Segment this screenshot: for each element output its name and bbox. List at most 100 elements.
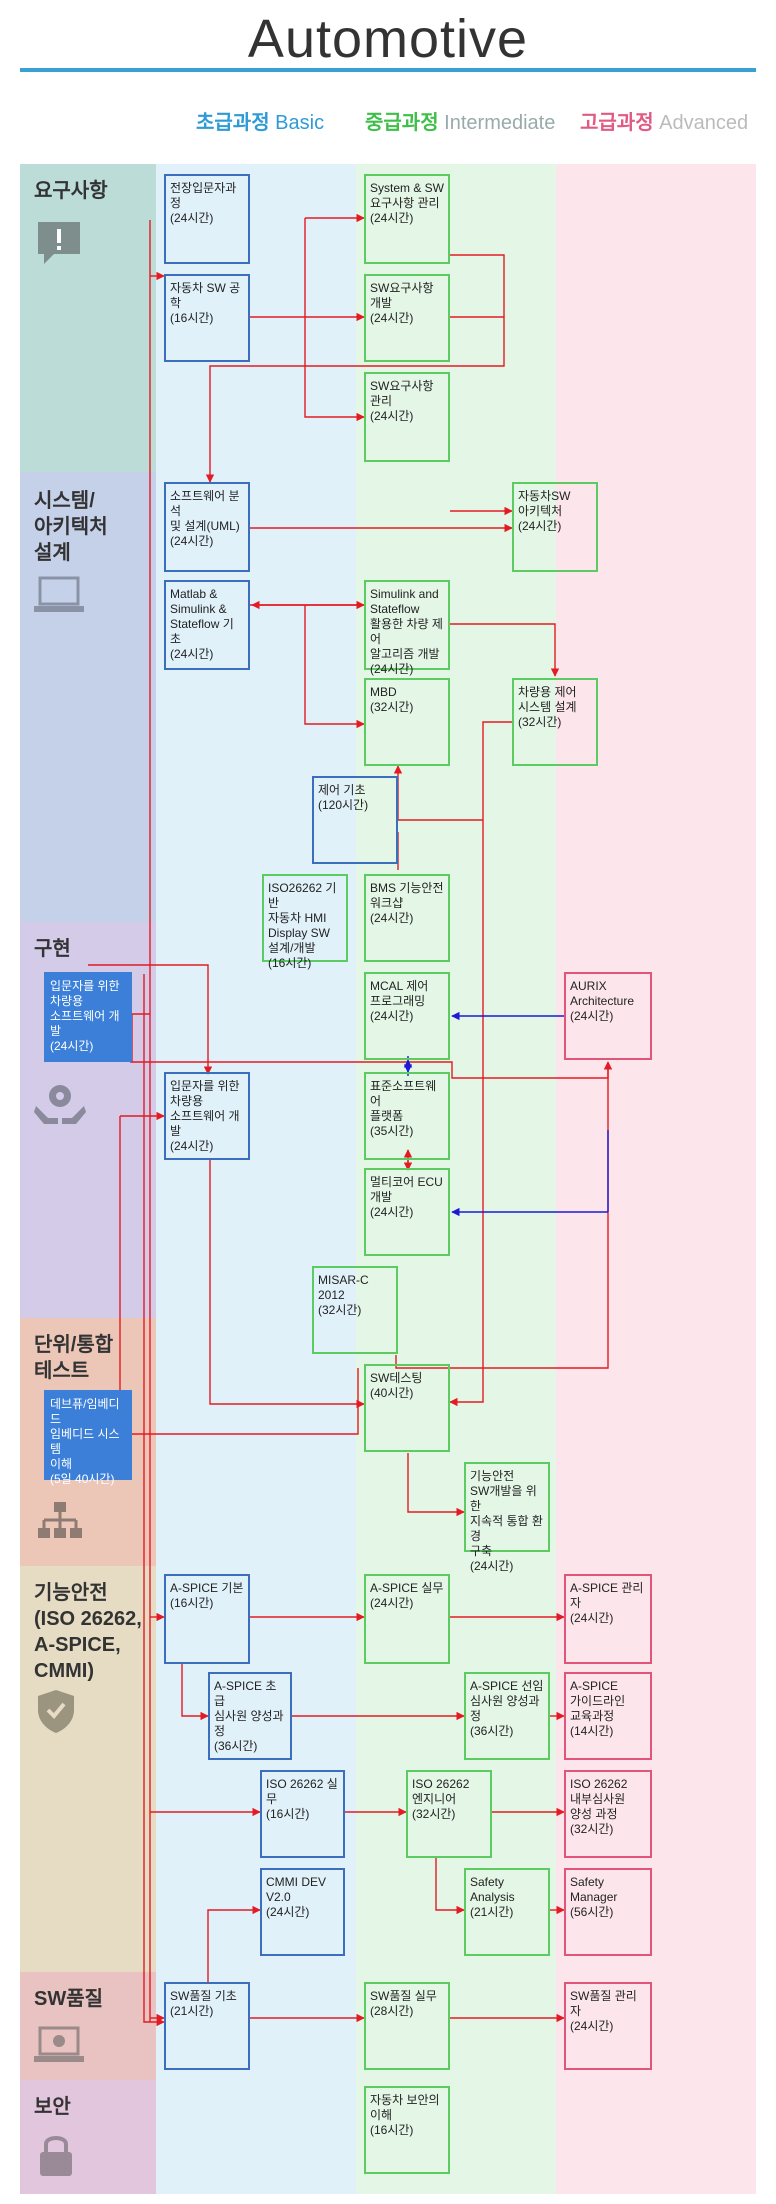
course-box-c5[interactable]: SW요구사항 관리 (24시간) bbox=[364, 372, 450, 462]
course-label: A-SPICE 기본 (16시간) bbox=[170, 1581, 244, 1610]
course-box-c13[interactable]: ISO26262 기반 자동차 HMI Display SW 설계/개발 (16… bbox=[262, 874, 348, 970]
column-header-advanced-ko: 고급과정 bbox=[580, 112, 654, 134]
course-label: 입문자를 위한 차량용 소프트웨어 개발 (24시간) bbox=[50, 979, 120, 1053]
course-label: SW테스팅 (40시간) bbox=[370, 1371, 423, 1400]
course-box-c22[interactable]: SW테스팅 (40시간) bbox=[364, 1364, 450, 1452]
course-label: ISO 26262 내부심사원 양성 과정 (32시간) bbox=[570, 1777, 628, 1836]
course-label: 기능안전 SW개발을 위한 지속적 통합 환경 구축 (24시간) bbox=[470, 1469, 543, 1573]
course-box-c8[interactable]: Matlab & Simulink & Stateflow 기초 (24시간) bbox=[164, 580, 250, 670]
course-box-c40[interactable]: 자동차 보안의 이해 (16시간) bbox=[364, 2086, 450, 2174]
course-box-c24[interactable]: 기능안전 SW개발을 위한 지속적 통합 환경 구축 (24시간) bbox=[464, 1462, 550, 1573]
course-label: SW품질 관리자 (24시간) bbox=[570, 1989, 637, 2033]
category-band-sw-quality: SW품질 bbox=[20, 1972, 156, 2080]
course-label: Safety Manager (56시간) bbox=[570, 1875, 618, 1919]
course-label: MCAL 제어 프로그래밍 (24시간) bbox=[370, 979, 429, 1023]
course-label: BMS 기능안전 워크샵 (24시간) bbox=[370, 881, 444, 925]
course-label: A-SPICE 실무 (24시간) bbox=[370, 1581, 444, 1610]
category-label: 기능안전 (ISO 26262, A-SPICE, CMMI) bbox=[34, 1582, 142, 1682]
course-box-c37[interactable]: SW품질 기초 (21시간) bbox=[164, 1982, 250, 2070]
course-label: SW요구사항 개발 (24시간) bbox=[370, 281, 434, 325]
course-label: MBD (32시간) bbox=[370, 685, 414, 714]
course-label: ISO 26262 엔지니어 (32시간) bbox=[412, 1777, 470, 1821]
column-header-advanced: 고급과정 Advanced bbox=[580, 106, 748, 135]
column-background-advanced bbox=[556, 164, 756, 2194]
category-label: 구현 bbox=[34, 938, 71, 960]
course-box-c27[interactable]: A-SPICE 관리자 (24시간) bbox=[564, 1574, 652, 1664]
course-label: SW품질 기초 (21시간) bbox=[170, 1989, 237, 2018]
course-box-c26[interactable]: A-SPICE 실무 (24시간) bbox=[364, 1574, 450, 1664]
column-header-intermediate: 중급과정 Intermediate bbox=[365, 106, 555, 135]
course-box-c20[interactable]: 멀티코어 ECU 개발 (24시간) bbox=[364, 1168, 450, 1256]
course-box-c7[interactable]: 자동차SW 아키텍처 (24시간) bbox=[512, 482, 598, 572]
category-band-requirements: 요구사항 bbox=[20, 164, 156, 472]
course-label: A-SPICE 선임 심사원 양성과정 (36시간) bbox=[470, 1679, 544, 1738]
column-header-intermediate-ko: 중급과정 bbox=[365, 112, 439, 134]
course-box-c17[interactable]: AURIX Architecture (24시간) bbox=[564, 972, 652, 1060]
course-box-c14[interactable]: BMS 기능안전 워크샵 (24시간) bbox=[364, 874, 450, 962]
course-label: A-SPICE 가이드라인 교육과정 (14시간) bbox=[570, 1679, 626, 1738]
course-box-c30[interactable]: A-SPICE 가이드라인 교육과정 (14시간) bbox=[564, 1672, 652, 1760]
shield-icon bbox=[38, 1690, 74, 1733]
course-label: 입문자를 위한 차량용 소프트웨어 개발 (24시간) bbox=[170, 1079, 240, 1153]
course-box-c28[interactable]: A-SPICE 초급 심사원 양성과정 (36시간) bbox=[208, 1672, 292, 1760]
course-label: MISAR-C 2012 (32시간) bbox=[318, 1273, 369, 1317]
category-label: 단위/통합 테스트 bbox=[34, 1334, 114, 1382]
course-box-c29[interactable]: A-SPICE 선임 심사원 양성과정 (36시간) bbox=[464, 1672, 550, 1760]
course-label: 표준소프트웨어 플랫폼 (35시간) bbox=[370, 1079, 437, 1138]
course-label: ISO 26262 실무 (16시간) bbox=[266, 1777, 338, 1821]
gear-hands-icon bbox=[34, 1085, 86, 1124]
course-box-c39[interactable]: SW품질 관리자 (24시간) bbox=[564, 1982, 652, 2070]
category-label: SW품질 bbox=[34, 1988, 104, 2010]
course-box-c18[interactable]: 입문자를 위한 차량용 소프트웨어 개발 (24시간) bbox=[164, 1072, 250, 1160]
page-title: Automotive bbox=[247, 9, 529, 69]
course-label: SW요구사항 관리 (24시간) bbox=[370, 379, 434, 423]
course-label: 차량용 제어 시스템 설계 (32시간) bbox=[518, 685, 577, 729]
course-box-c38[interactable]: SW품질 실무 (28시간) bbox=[364, 1982, 450, 2070]
course-box-c10[interactable]: MBD (32시간) bbox=[364, 678, 450, 766]
course-label: Matlab & Simulink & Stateflow 기초 (24시간) bbox=[170, 587, 234, 661]
course-box-c6[interactable]: 소프트웨어 분석 및 설계(UML) (24시간) bbox=[164, 482, 250, 572]
category-label: 시스템/ 아키텍처 설계 bbox=[34, 490, 108, 564]
course-label: 멀티코어 ECU 개발 (24시간) bbox=[370, 1175, 443, 1219]
category-label: 요구사항 bbox=[34, 180, 108, 202]
course-label: CMMI DEV V2.0 (24시간) bbox=[266, 1875, 326, 1919]
course-label: Simulink and Stateflow 활용한 차량 제어 알고리즘 개발… bbox=[370, 587, 443, 676]
course-box-c31[interactable]: ISO 26262 실무 (16시간) bbox=[260, 1770, 345, 1858]
course-label: SW품질 실무 (28시간) bbox=[370, 1989, 437, 2018]
course-box-c32[interactable]: ISO 26262 엔지니어 (32시간) bbox=[406, 1770, 492, 1858]
column-header-advanced-en: Advanced bbox=[659, 112, 749, 134]
column-header-basic-ko: 초급과정 bbox=[196, 112, 270, 134]
course-box-c25[interactable]: A-SPICE 기본 (16시간) bbox=[164, 1574, 250, 1664]
course-label: A-SPICE 관리자 (24시간) bbox=[570, 1581, 644, 1625]
course-label: 소프트웨어 분석 및 설계(UML) (24시간) bbox=[170, 489, 240, 548]
course-box-c4[interactable]: SW요구사항 개발 (24시간) bbox=[364, 274, 450, 362]
course-box-c33[interactable]: ISO 26262 내부심사원 양성 과정 (32시간) bbox=[564, 1770, 652, 1858]
course-box-c19[interactable]: 표준소프트웨어 플랫폼 (35시간) bbox=[364, 1072, 450, 1160]
course-box-c36[interactable]: Safety Manager (56시간) bbox=[564, 1868, 652, 1956]
column-header-intermediate-en: Intermediate bbox=[444, 112, 556, 134]
course-box-c1[interactable]: 전장입문자과정 (24시간) bbox=[164, 174, 250, 264]
course-box-c12[interactable]: 제어 기초 (120시간) bbox=[312, 776, 398, 864]
course-box-c3[interactable]: System & SW 요구사항 관리 (24시간) bbox=[364, 174, 450, 264]
course-label: 제어 기초 (120시간) bbox=[318, 783, 369, 812]
category-label: 보안 bbox=[34, 2096, 71, 2118]
course-label: 자동차SW 아키텍처 (24시간) bbox=[518, 489, 571, 533]
course-label: A-SPICE 초급 심사원 양성과정 (36시간) bbox=[214, 1679, 284, 1753]
course-label: 데브퓨/임베디드 임베디드 시스템 이해 (5일 40시간) bbox=[50, 1397, 120, 1486]
course-box-c23[interactable]: 데브퓨/임베디드 임베디드 시스템 이해 (5일 40시간) bbox=[44, 1390, 132, 1486]
course-box-c2[interactable]: 자동차 SW 공학 (16시간) bbox=[164, 274, 250, 362]
course-box-c16[interactable]: MCAL 제어 프로그래밍 (24시간) bbox=[364, 972, 450, 1060]
laptop-gear-icon bbox=[34, 2026, 84, 2062]
course-label: 자동차 보안의 이해 (16시간) bbox=[370, 2093, 440, 2137]
course-box-c35[interactable]: Safety Analysis (21시간) bbox=[464, 1868, 550, 1956]
course-box-c34[interactable]: CMMI DEV V2.0 (24시간) bbox=[260, 1868, 345, 1956]
course-label: AURIX Architecture (24시간) bbox=[570, 979, 635, 1023]
course-box-c21[interactable]: MISAR-C 2012 (32시간) bbox=[312, 1266, 398, 1354]
course-box-c15[interactable]: 입문자를 위한 차량용 소프트웨어 개발 (24시간) bbox=[44, 972, 132, 1062]
course-label: 전장입문자과정 (24시간) bbox=[170, 181, 237, 225]
course-box-c9[interactable]: Simulink and Stateflow 활용한 차량 제어 알고리즘 개발… bbox=[364, 580, 450, 676]
column-header-basic-en: Basic bbox=[275, 112, 325, 134]
title-underline bbox=[20, 68, 756, 72]
course-box-c11[interactable]: 차량용 제어 시스템 설계 (32시간) bbox=[512, 678, 598, 766]
